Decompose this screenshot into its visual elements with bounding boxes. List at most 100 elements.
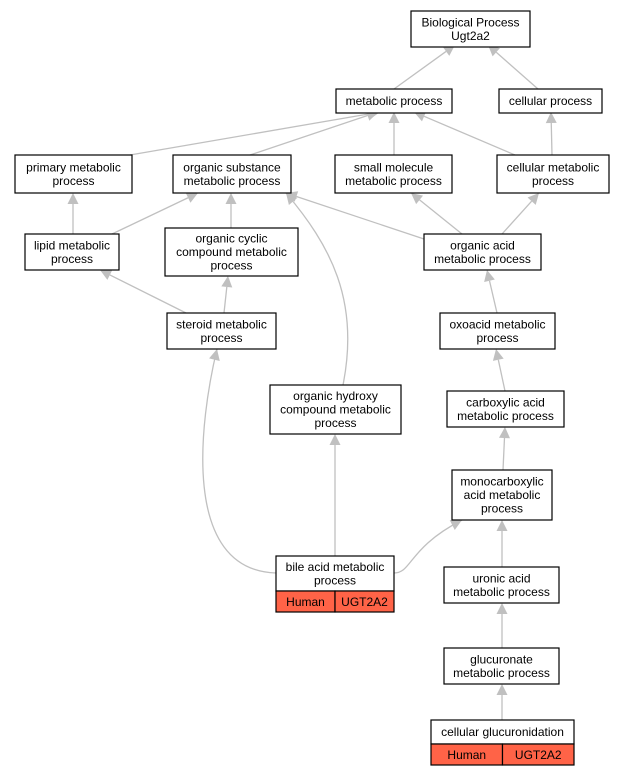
edge-bile_acid-to-monocarboxylic	[393, 519, 463, 574]
node-label-line: lipid metabolic	[34, 238, 110, 252]
node-label-line: metabolic process	[453, 666, 550, 680]
gene-label: UGT2A2	[341, 595, 388, 609]
gene-label: UGT2A2	[515, 748, 562, 762]
edge-steroid-to-organic_cyclic	[221, 276, 233, 314]
edge-bile_acid-to-steroid	[202, 348, 277, 574]
edge-organic_acid-to-small_molecule	[411, 193, 463, 235]
arrowhead	[286, 193, 298, 205]
arrowhead	[442, 45, 455, 56]
edge-organic_substance-to-metabolic	[249, 110, 378, 156]
edge-line	[501, 200, 533, 235]
edge-line	[109, 274, 187, 314]
arrowhead	[67, 193, 79, 204]
edge-organic_acid-to-organic_substance	[286, 191, 425, 240]
node-label-line: metabolic process	[184, 174, 281, 188]
edges-layer	[67, 45, 557, 720]
node-box	[446, 390, 565, 428]
node-label-line: primary metabolic	[26, 160, 121, 174]
edge-line	[393, 50, 447, 90]
node-label-line: organic hydroxy	[293, 389, 378, 403]
edge-cellular_metabolic-to-metabolic	[414, 111, 516, 156]
edge-line	[249, 114, 368, 156]
edge-line	[495, 51, 539, 90]
arrowhead	[496, 520, 508, 531]
node-label-line: Ugt2a2	[451, 29, 490, 43]
arrowhead	[449, 520, 462, 530]
node-label-line: carboxylic acid	[466, 395, 545, 409]
node-label-line: metabolic process	[434, 252, 531, 266]
edge-lipid-to-primary	[67, 193, 79, 234]
edge-line	[129, 113, 370, 156]
arrowhead	[484, 270, 495, 282]
node-label-line: compound metabolic	[280, 403, 391, 417]
arrowhead	[496, 603, 508, 614]
edge-line	[223, 286, 228, 314]
node-box	[14, 154, 133, 194]
edge-monocarboxylic-to-carboxylic	[498, 427, 510, 471]
edge-cellular-to-bp	[488, 45, 539, 90]
node-box	[172, 154, 292, 194]
node-label-line: metabolic process	[345, 174, 442, 188]
node-label-line: organic substance	[183, 160, 281, 174]
arrowhead	[388, 112, 400, 123]
node-cellular[interactable]: cellular process	[498, 88, 603, 114]
node-label-line: Biological Process	[421, 15, 519, 29]
arrowhead	[488, 45, 500, 57]
edge-lipid-to-organic_substance	[111, 192, 198, 235]
edge-line	[419, 199, 463, 235]
arrowhead	[100, 270, 113, 280]
node-label-line: metabolic process	[457, 409, 554, 423]
node-box	[443, 566, 560, 604]
node-label-line: process	[52, 174, 94, 188]
node-box	[443, 647, 560, 685]
node-label-line: monocarboxylic	[460, 475, 543, 489]
node-label-line: process	[481, 502, 523, 516]
edge-line	[488, 280, 498, 314]
node-box	[335, 88, 453, 114]
edge-steroid-to-lipid	[100, 270, 187, 314]
node-label-line: steroid metabolic	[176, 317, 267, 331]
node-label-line: cellular metabolic	[507, 160, 600, 174]
node-label-line: oxoacid metabolic	[449, 317, 545, 331]
node-metabolic[interactable]: metabolic process	[335, 88, 453, 114]
node-box	[498, 88, 603, 114]
gene-cell	[334, 590, 395, 613]
gene-cell	[501, 743, 575, 766]
edge-organic_hydroxy-to-organic_substance	[285, 192, 349, 386]
edge-organic_cyclic-to-organic_substance	[225, 193, 237, 228]
arrowhead	[414, 111, 427, 122]
edge-uronic-to-monocarboxylic	[496, 520, 508, 567]
arrowhead	[411, 193, 424, 205]
species-label: Human	[447, 748, 486, 762]
edge-line	[202, 348, 277, 574]
node-label-line: process	[200, 331, 242, 345]
edge-organic_acid-to-cellular_metabolic	[501, 193, 539, 235]
edge-small_molecule-to-metabolic	[388, 112, 400, 155]
node-label-line: process	[476, 331, 518, 345]
node-label-line: metabolic process	[453, 585, 550, 599]
edge-line	[111, 197, 189, 235]
node-box	[269, 384, 402, 435]
node-label-line: organic acid	[450, 238, 515, 252]
node-label-line: process	[210, 259, 252, 273]
arrowhead	[498, 427, 510, 439]
node-box	[496, 154, 610, 194]
edge-line	[497, 359, 506, 392]
